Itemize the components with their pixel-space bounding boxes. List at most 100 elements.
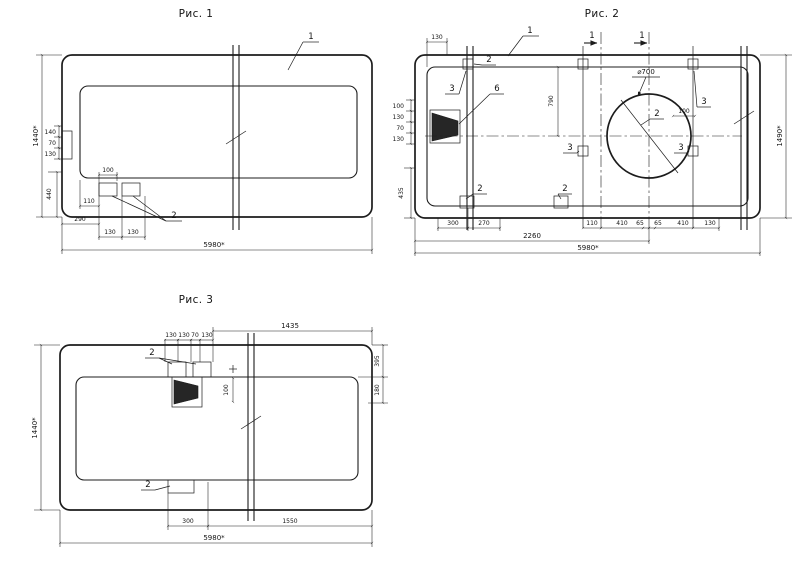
fig2-dim-110: 110	[586, 220, 598, 227]
fig3-dim-395: 395	[374, 355, 381, 367]
fig3-dim-100: 100	[223, 384, 230, 396]
fig1-anchor-tab-a	[98, 182, 118, 197]
fig2-dim-435: 435	[398, 187, 405, 199]
fig3-top-stack-1: 130	[178, 332, 190, 339]
fig3-title: Рис. 3	[179, 294, 214, 306]
fig3-lifting-loop	[229, 333, 262, 521]
fig3-callout-anchor-top-label: 2	[149, 348, 154, 358]
fig1-edge-stack-2: 130	[45, 151, 57, 158]
fig2-dim-100: 100	[678, 108, 690, 115]
fig2-callout-plate-d-label: 3	[678, 143, 683, 153]
fig2-panel-inner-edge	[426, 66, 749, 207]
fig2-dimension-text: 130 790 100 1490* 100 130 70 130 435 300…	[393, 34, 784, 252]
fig3-dim-total: 5980*	[203, 534, 225, 542]
fig2-dim-790: 790	[548, 95, 555, 107]
fig3-top-stack-3: 130	[201, 332, 213, 339]
fig1-edge-notch	[61, 130, 73, 160]
fig2-dim-270: 270	[478, 220, 490, 227]
fig1-title: Рис. 1	[179, 8, 214, 20]
fig2-dim-130-top: 130	[431, 34, 443, 41]
fig3-dim-180: 180	[374, 384, 381, 396]
fig3-dim-300: 300	[182, 518, 194, 525]
fig1-lifting-loop	[225, 45, 247, 230]
fig2-anchor-tab-b	[553, 195, 569, 209]
fig3-panel-inner-edge	[75, 376, 359, 481]
fig2-dim-65-b: 65	[654, 220, 662, 227]
fig2-section-mark-left-label: 1	[589, 31, 594, 41]
fig2-dim-300: 300	[447, 220, 459, 227]
fig2-title: Рис. 2	[585, 8, 620, 20]
fig1-dim-130-b: 130	[127, 229, 139, 236]
fig2-panel-outline	[414, 54, 761, 219]
fig3-callout-anchor-bottom-label: 2	[145, 480, 150, 490]
fig2-recess-outline	[429, 109, 461, 144]
fig3-dim-height: 1440*	[31, 417, 39, 439]
fig2: Рис. 2	[393, 8, 792, 256]
fig3-break-mark	[240, 415, 262, 430]
fig2-axis-lines	[425, 32, 742, 228]
fig2-callout-recess-label: 6	[494, 84, 499, 94]
fig3-anchor-tab-a	[167, 361, 187, 378]
fig1-break-mark	[225, 130, 247, 145]
fig3-top-stack-2: 70	[191, 332, 199, 339]
fig2-callout-loop-label: 2	[654, 109, 659, 119]
fig2-section-marks: 1 1	[584, 31, 648, 46]
fig3-panel-outline	[59, 344, 373, 511]
fig1-panel-inner-edge	[79, 85, 358, 179]
fig3-dim-1435: 1435	[281, 322, 299, 330]
fig2-callout-plate-b-label: 3	[701, 97, 706, 107]
fig3: Рис. 3 2 2	[31, 294, 388, 547]
fig1-dim-100: 100	[102, 167, 114, 174]
fig2-hole-diameter-label: ⌀700	[637, 68, 655, 76]
fig2-callouts: 1 2 2 2 2 3 3 3 3	[445, 26, 711, 200]
fig2-dimension-lines	[404, 38, 792, 256]
fig1-dimension-text: 1440* 440 140 70 130 100 110 290 130 130…	[32, 125, 225, 249]
fig1-dim-440: 440	[46, 188, 53, 200]
fig3-panel	[59, 344, 373, 511]
fig1-dim-height: 1440*	[32, 125, 40, 147]
fig2-dim-410-a: 410	[616, 220, 628, 227]
fig1-dim-290: 290	[74, 216, 86, 223]
fig2-hole-diagonal	[620, 99, 679, 174]
fig3-dim-1550: 1550	[282, 518, 297, 525]
fig2-hole-circle	[606, 93, 692, 179]
fig1-edge-stack-0: 140	[45, 129, 57, 136]
fig2-dim-410-b: 410	[677, 220, 689, 227]
fig2-dim-130-b: 130	[704, 220, 716, 227]
fig1-callout-anchors: 2	[111, 195, 182, 222]
fig2-callout-plate-a-label: 3	[449, 84, 454, 94]
fig2-lifting-loops	[466, 46, 755, 230]
fig2-callout-anchor-bottom-a-label: 2	[477, 184, 482, 194]
fig3-dimension-text: 130 130 70 130 1435 395 180 100 1440* 30…	[31, 322, 381, 542]
fig2-callout-anchor-top-label: 2	[486, 55, 491, 65]
fig2-section-mark-right-label: 1	[639, 31, 644, 41]
fig2-dim-2260: 2260	[523, 232, 541, 240]
fig3-anchor-tab-bottom	[167, 479, 195, 494]
fig2-dim-height: 1490*	[776, 125, 784, 147]
fig3-top-stack-0: 130	[165, 332, 177, 339]
fig2-edge-stack-0: 100	[393, 103, 405, 110]
fig1-dim-130-a: 130	[104, 229, 116, 236]
fig1-callout-panel: 1	[287, 32, 319, 71]
fig1-anchor-tab-b	[121, 182, 141, 197]
fig1-dim-110: 110	[83, 198, 95, 205]
fig2-break-mark	[733, 110, 755, 125]
fig3-recess	[173, 379, 199, 405]
fig1-edge-stack-1: 70	[48, 140, 56, 147]
fig2-edge-stack-1: 130	[393, 114, 405, 121]
fig1: Рис. 1 1 2	[32, 8, 374, 254]
fig1-callout-anchors-label: 2	[171, 211, 176, 221]
fig2-callout-plate-c-label: 3	[567, 143, 572, 153]
fig1-panel-outline	[61, 54, 373, 218]
fig2-recess	[431, 112, 459, 142]
fig1-callout-panel-label: 1	[308, 32, 313, 42]
fig2-dim-total: 5980*	[577, 244, 599, 252]
fig2-callout-anchor-bottom-b-label: 2	[562, 184, 567, 194]
fig1-dim-total: 5980*	[203, 241, 225, 249]
fig1-panel	[61, 54, 373, 218]
fig2-callout-panel-label: 1	[527, 26, 532, 36]
fig2-hole	[606, 93, 692, 179]
fig3-dimension-lines	[34, 327, 388, 547]
